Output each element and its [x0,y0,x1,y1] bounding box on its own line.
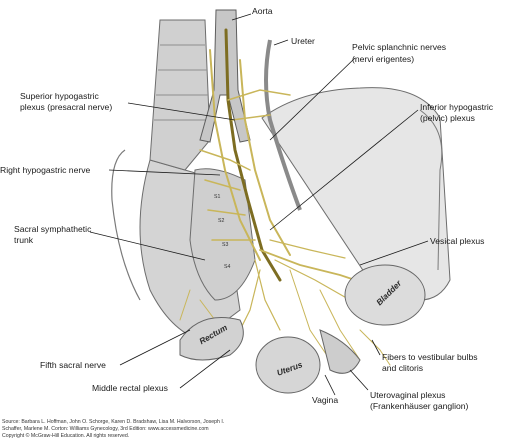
ureter-vessel [264,39,302,211]
vertebra-s4: S4 [224,264,230,270]
source-credits: Source: Barbara L. Hoffman, John O. Scho… [2,419,224,439]
leader-lines [89,13,429,396]
label-pelvic-splanchnic-1: Pelvic splanchnic nerves [352,42,446,52]
sacrum: S1 S2 S3 S4 [189,168,256,301]
vertebra-s3: S3 [222,242,228,248]
label-middle-rectal: Middle rectal plexus [92,383,168,393]
vertebra-s2: S2 [218,218,224,224]
nerve-plexus [179,28,391,366]
label-uterovaginal-2: (Frankenhäuser ganglion) [370,401,469,411]
credit-line-1: Source: Barbara L. Hoffman, John O. Scho… [2,419,224,425]
vagina-shape [319,329,361,374]
uterus: Uterus [255,336,321,394]
label-sacral-trunk-1: Sacral symphathetic [14,224,92,234]
label-right-hypogastric: Right hypogastric nerve [0,165,91,175]
bladder: Bladder [344,264,426,326]
label-vesical-plexus: Vesical plexus [430,236,484,246]
credit-line-2: Schaffer, Marlene M. Corton: Williams Gy… [2,426,209,432]
label-superior-hypogastric-1: Superior hypogastric [20,91,100,101]
label-vestibular-2: and clitoris [382,363,423,373]
labels: Aorta Ureter Pelvic splanchnic nerves (n… [0,6,494,411]
label-aorta: Aorta [252,6,273,16]
label-vagina: Vagina [312,395,338,405]
rectum: Rectum [179,317,244,361]
label-uterovaginal-1: Uterovaginal plexus [370,390,445,400]
label-ureter: Ureter [291,36,315,46]
label-fifth-sacral: Fifth sacral nerve [40,360,106,370]
label-inferior-hypogastric-1: Inferior hypogastric [420,102,494,112]
label-superior-hypogastric-2: plexus (presacral nerve) [20,102,112,112]
credit-line-3: Copyright © McGraw-Hill Education. All r… [2,432,129,439]
spine [149,19,211,171]
label-vestibular-1: Fibers to vestibular bulbs [382,352,478,362]
label-pelvic-splanchnic-2: (nervi erigentes) [352,54,414,64]
label-sacral-trunk-2: trunk [14,235,34,245]
vertebra-s1: S1 [214,194,220,200]
label-inferior-hypogastric-2: (pelvic) plexus [420,113,475,123]
